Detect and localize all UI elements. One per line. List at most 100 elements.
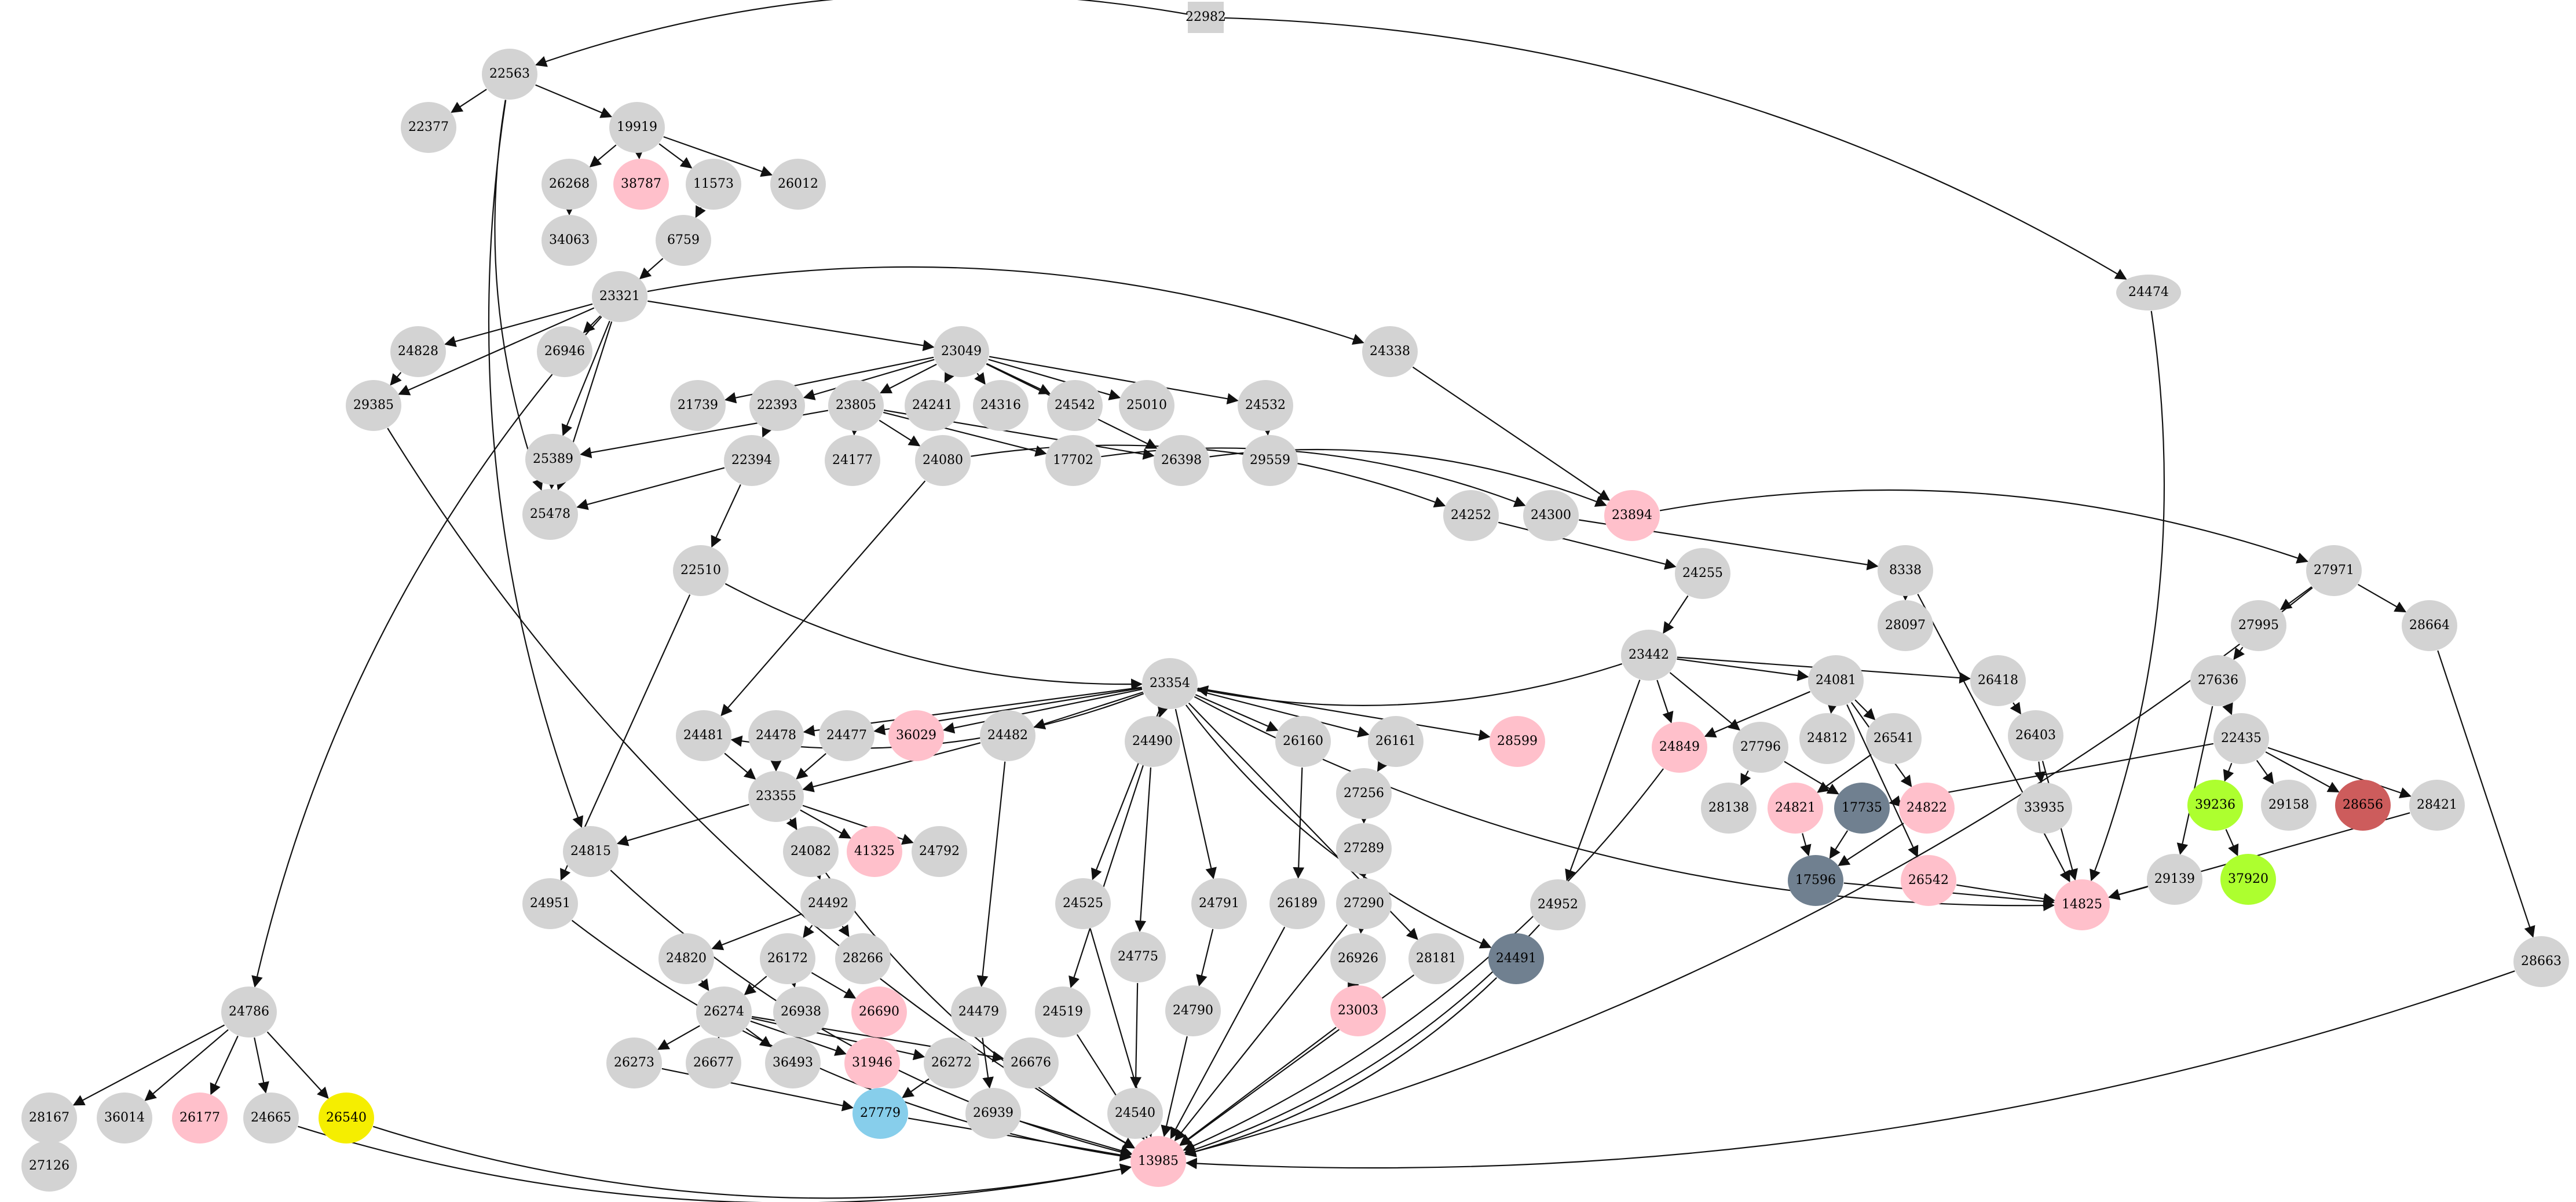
node-label: 28097 bbox=[1885, 618, 1926, 633]
edge-22393-22394 bbox=[762, 425, 773, 438]
node-24338: 24338 bbox=[1362, 326, 1418, 377]
edge-24786-36014 bbox=[144, 1029, 229, 1101]
node-23354: 23354 bbox=[1142, 658, 1198, 709]
node-24532: 24532 bbox=[1238, 380, 1293, 431]
node-label: 24177 bbox=[832, 453, 873, 467]
node-27796: 27796 bbox=[1733, 722, 1788, 773]
edge-24080-24481 bbox=[720, 480, 926, 717]
edge-23354-24490 bbox=[1157, 704, 1169, 718]
node-label: 23321 bbox=[599, 289, 640, 304]
node-label: 26542 bbox=[1908, 873, 1949, 887]
node-22510: 22510 bbox=[673, 545, 729, 596]
node-label: 22394 bbox=[731, 453, 772, 467]
edge-23321-24786 bbox=[251, 316, 602, 988]
node-label: 26189 bbox=[1277, 896, 1318, 911]
node-26418: 26418 bbox=[1970, 655, 2026, 706]
node-24255: 24255 bbox=[1675, 548, 1730, 599]
node-24477: 24477 bbox=[819, 710, 874, 761]
node-label: 17596 bbox=[1795, 873, 1836, 887]
node-24791: 24791 bbox=[1191, 878, 1247, 929]
node-label: 36493 bbox=[773, 1055, 813, 1070]
edge-24081-24849 bbox=[1704, 690, 1810, 738]
node-label: 6759 bbox=[667, 233, 700, 247]
node-28181: 28181 bbox=[1408, 933, 1464, 984]
node-label: 26012 bbox=[778, 177, 818, 191]
node-label: 23805 bbox=[836, 398, 876, 412]
node-label: 36014 bbox=[104, 1110, 145, 1125]
node-24492: 24492 bbox=[800, 878, 856, 929]
node-label: 27779 bbox=[860, 1106, 901, 1120]
node-23805: 23805 bbox=[828, 380, 884, 431]
node-36014: 36014 bbox=[97, 1093, 152, 1143]
node-26172: 26172 bbox=[760, 933, 815, 984]
node-label: 26398 bbox=[1161, 453, 1202, 467]
node-22982: 22982 bbox=[1185, 2, 1226, 33]
node-28097: 28097 bbox=[1878, 600, 1933, 651]
node-label: 26939 bbox=[973, 1106, 1013, 1120]
edge-23354-36029 bbox=[942, 688, 1143, 734]
node-label: 26177 bbox=[180, 1110, 220, 1125]
edge-27779-13985 bbox=[908, 1117, 1132, 1161]
edge-22563-22377 bbox=[451, 89, 487, 113]
node-28167: 28167 bbox=[21, 1093, 77, 1143]
node-label: 22435 bbox=[2221, 731, 2262, 746]
edge-26542-14825 bbox=[1956, 884, 2055, 905]
edge-24791-24790 bbox=[1196, 929, 1214, 987]
node-23442: 23442 bbox=[1621, 630, 1677, 681]
node-label: 33935 bbox=[2024, 801, 2065, 815]
node-26677: 26677 bbox=[686, 1037, 741, 1088]
edge-22394-22510 bbox=[711, 484, 741, 548]
edge-23355-24815 bbox=[616, 803, 749, 846]
node-24177: 24177 bbox=[825, 435, 880, 486]
node-label: 29559 bbox=[1250, 453, 1290, 467]
node-19919: 19919 bbox=[609, 102, 665, 153]
edge-27971-13985 bbox=[1184, 587, 2313, 1157]
node-label: 28599 bbox=[1497, 734, 1538, 748]
node-label: 24252 bbox=[1451, 508, 1491, 523]
edge-24255-23442 bbox=[1663, 595, 1689, 634]
node-29559: 29559 bbox=[1242, 435, 1298, 486]
node-34063: 34063 bbox=[541, 215, 597, 266]
node-label: 19919 bbox=[617, 120, 657, 134]
node-26926: 26926 bbox=[1330, 933, 1386, 984]
edge-27796-17735 bbox=[1784, 761, 1839, 795]
node-26541: 26541 bbox=[1866, 713, 1922, 764]
edge-23354-24791 bbox=[1174, 708, 1217, 879]
edge-23355-13985 bbox=[789, 819, 1135, 1149]
node-29385: 29385 bbox=[346, 380, 401, 431]
node-26160: 26160 bbox=[1275, 716, 1331, 767]
node-label: 24241 bbox=[912, 398, 953, 412]
node-24812: 24812 bbox=[1799, 713, 1855, 764]
node-label: 28167 bbox=[29, 1110, 69, 1125]
node-24081: 24081 bbox=[1808, 655, 1864, 706]
node-label: 27636 bbox=[2198, 673, 2238, 688]
edge-27636-29139 bbox=[2176, 706, 2213, 855]
node-label: 24338 bbox=[1370, 344, 1410, 359]
edge-27290-13985 bbox=[1174, 924, 1348, 1142]
node-label: 24478 bbox=[756, 728, 796, 743]
node-8338: 8338 bbox=[1878, 545, 1933, 596]
node-label: 22510 bbox=[680, 563, 721, 578]
node-27289: 27289 bbox=[1336, 823, 1392, 874]
edge-6759-23321 bbox=[639, 258, 664, 280]
node-23003: 23003 bbox=[1330, 985, 1386, 1036]
node-label: 24792 bbox=[919, 844, 960, 858]
node-label: 24082 bbox=[791, 844, 831, 858]
node-label: 31946 bbox=[852, 1055, 892, 1070]
edge-23805-17702 bbox=[883, 411, 1047, 457]
node-label: 24791 bbox=[1199, 896, 1239, 911]
node-24821: 24821 bbox=[1768, 783, 1823, 834]
edge-24951-13985 bbox=[571, 920, 1132, 1162]
node-39236: 39236 bbox=[2187, 780, 2243, 831]
edge-23049-23805 bbox=[880, 363, 937, 394]
edge-24775-24540 bbox=[1130, 982, 1142, 1088]
node-label: 24820 bbox=[666, 951, 707, 966]
edge-22435-39236 bbox=[2223, 762, 2234, 782]
edge-23049-24316 bbox=[974, 372, 986, 385]
node-22393: 22393 bbox=[749, 380, 805, 431]
node-6759: 6759 bbox=[656, 215, 711, 266]
node-24786: 24786 bbox=[221, 987, 277, 1037]
node-41325: 41325 bbox=[847, 826, 902, 877]
node-label: 24532 bbox=[1245, 398, 1286, 412]
